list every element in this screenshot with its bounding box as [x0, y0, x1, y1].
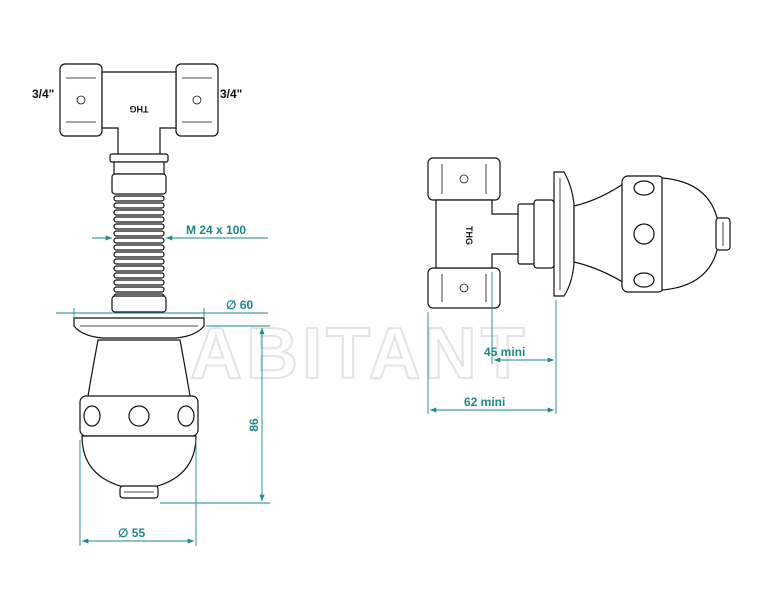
thread-rib: [113, 230, 165, 237]
height-dimension: 86: [247, 418, 261, 432]
min62-dimension: 62 mini: [464, 395, 505, 409]
thread-rib: [113, 244, 165, 251]
logo-text: THG: [130, 104, 149, 114]
thread-label-right: 3/4": [220, 87, 242, 101]
threaded-spindle: [111, 161, 167, 313]
thread-rib: [113, 258, 165, 265]
min45-dimension: 45 mini: [484, 345, 525, 359]
thread-rib: [113, 251, 165, 258]
thread-rib: [113, 209, 165, 216]
front-view: THG 3/4" 3/4" M: [32, 63, 270, 546]
thread-rib: [113, 265, 165, 272]
thread-rib: [113, 202, 165, 209]
thread-rib: [113, 279, 165, 286]
thread-rib: [113, 237, 165, 244]
knob-diameter: ∅ 55: [118, 526, 145, 540]
rosette: [73, 317, 205, 339]
thread-rib: [113, 216, 165, 223]
thread-label-left: 3/4": [32, 87, 54, 101]
watermark: ABITANT: [190, 314, 529, 394]
knob: [79, 339, 199, 499]
tee-fitting: THG: [59, 63, 219, 163]
rosette-diameter: ∅ 60: [226, 298, 253, 312]
thread-rib: [113, 223, 165, 230]
thread-rib: [113, 195, 165, 202]
spindle-dimension: M 24 x 100: [186, 223, 246, 237]
logo-text-side: THG: [464, 226, 474, 245]
side-view: THG 45 mini 62 mini: [427, 157, 731, 414]
thread-rib: [113, 286, 165, 293]
thread-rib: [113, 272, 165, 279]
